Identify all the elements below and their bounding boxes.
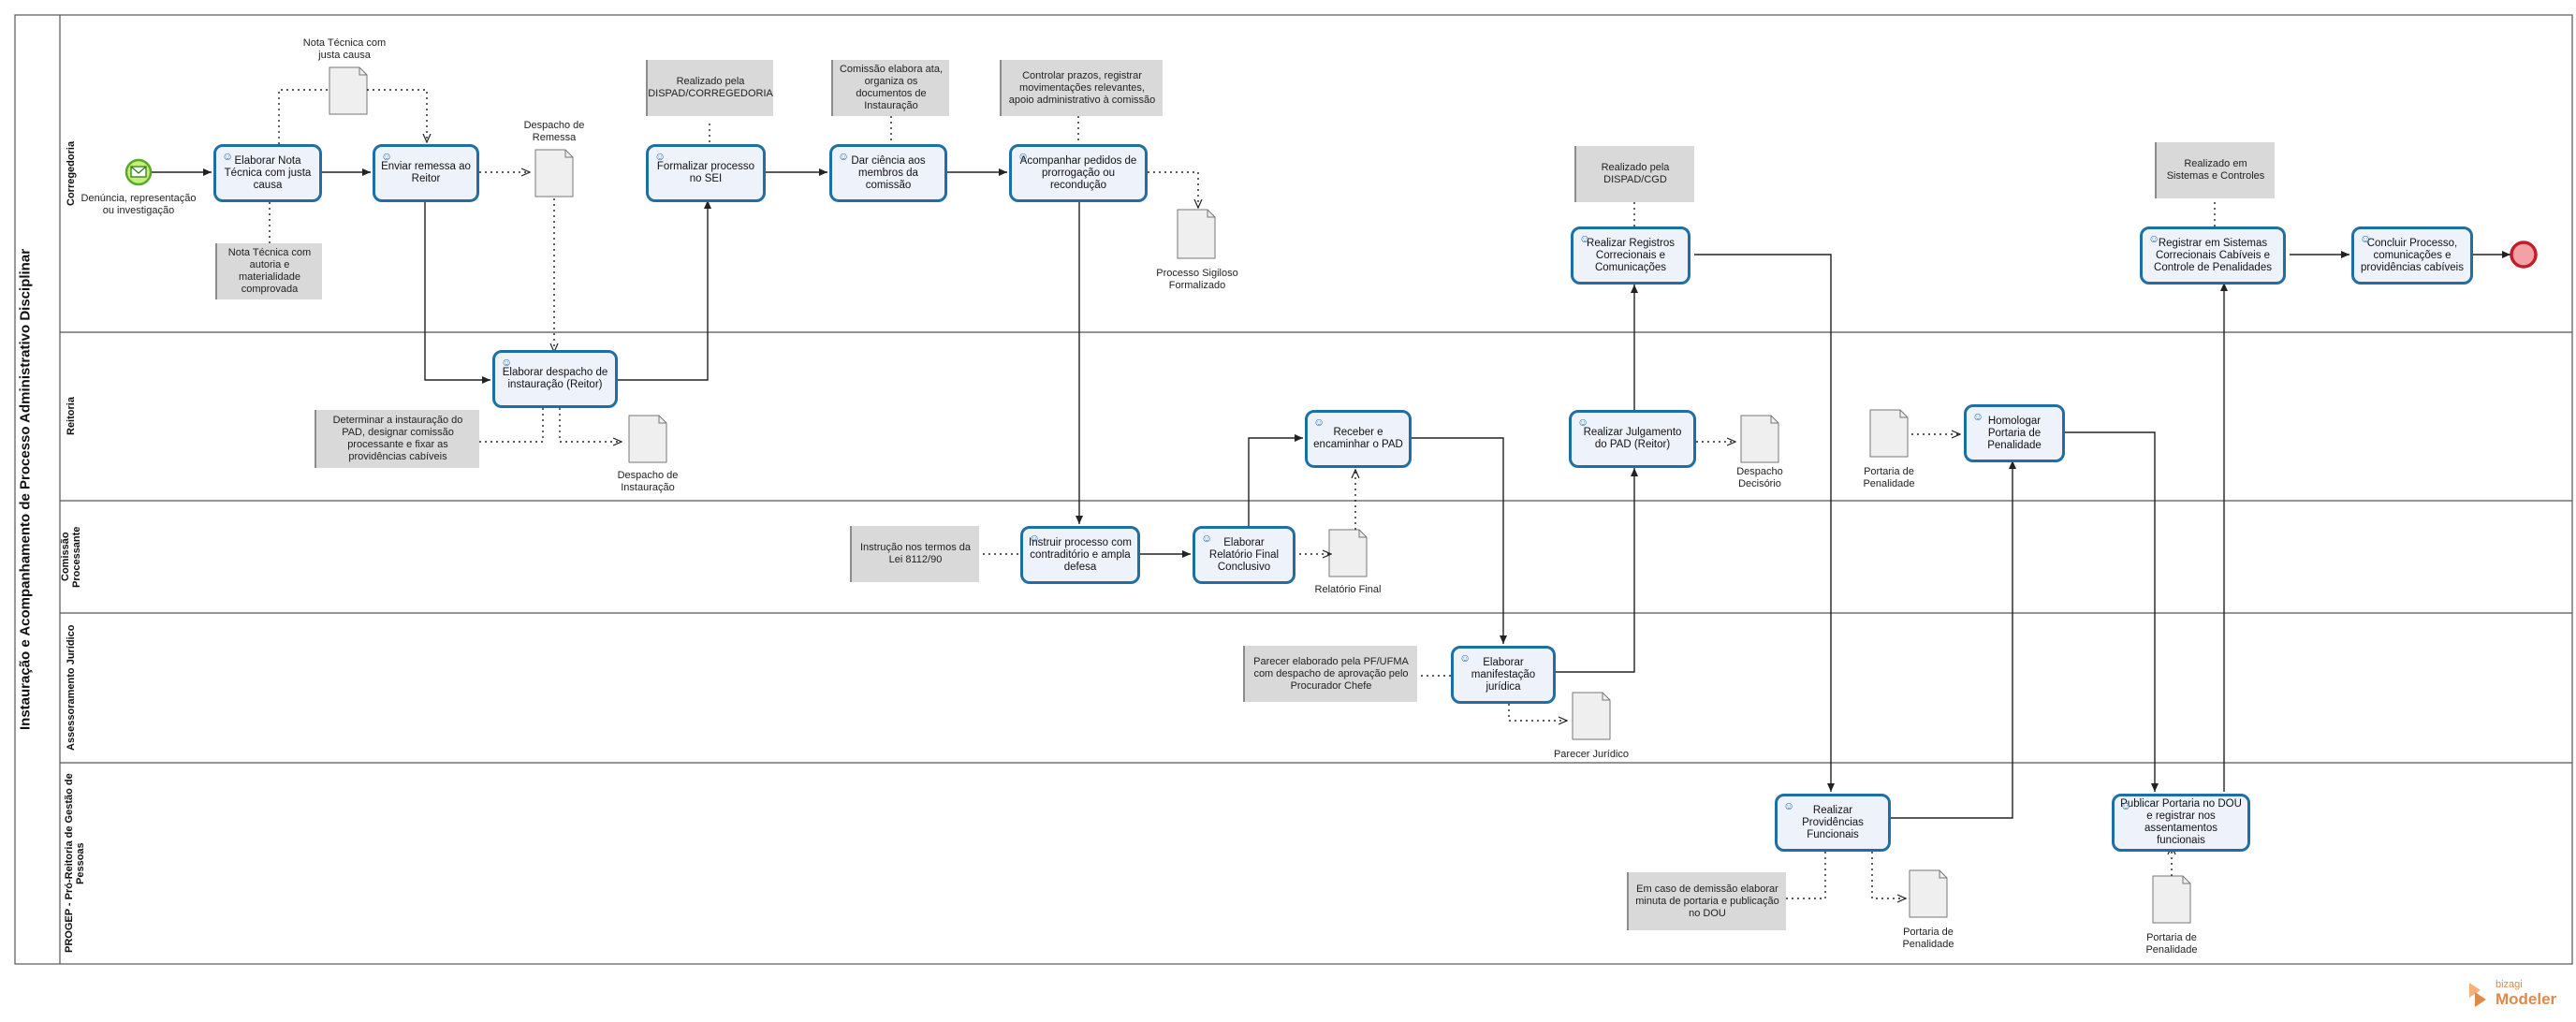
user-task-icon: ☺ (1459, 651, 1471, 664)
user-task-icon: ☺ (1577, 416, 1589, 429)
document-icon (1869, 409, 1909, 458)
task-enviar-remessa[interactable]: ☺Enviar remessa ao Reitor (373, 144, 479, 202)
task-homologar-portaria[interactable]: ☺Homologar Portaria de Penalidade (1964, 404, 2065, 462)
annotation-determinar-instauracao: Determinar a instauração do PAD, designa… (315, 410, 479, 468)
user-task-icon: ☺ (381, 150, 393, 163)
task-acompanhar-pedidos[interactable]: ☺Acompanhar pedidos de prorrogação ou re… (1009, 144, 1148, 202)
annotation-dispad-cgd: Realizado pela DISPAD/CGD (1574, 146, 1694, 202)
task-despacho-instauracao[interactable]: ☺Elaborar despacho de instauração (Reito… (492, 350, 618, 408)
annotation-caso-demissao: Em caso de demissão elaborar minuta de p… (1627, 872, 1786, 930)
user-task-icon: ☺ (501, 356, 513, 369)
lane-comissao: Comissão Processante (60, 526, 82, 588)
pool-frame (14, 14, 2573, 965)
task-providencias-funcionais[interactable]: ☺Realizar Providências Funcionais (1775, 794, 1891, 852)
document-label: Processo Sigiloso Formalizado (1156, 268, 1238, 291)
document-label: Portaria de Penalidade (1863, 466, 1915, 489)
task-registrar-sistemas[interactable]: ☺Registrar em Sistemas Correcionais Cabí… (2140, 226, 2286, 285)
user-task-icon: ☺ (2120, 799, 2132, 812)
annotation-nota-autoria: Nota Técnica com autoria e materialidade… (215, 243, 322, 299)
user-task-icon: ☺ (1201, 532, 1213, 545)
user-task-icon: ☺ (1579, 232, 1591, 245)
task-instruir-processo[interactable]: ☺Instruir processo com contraditório e a… (1020, 526, 1140, 584)
user-task-icon: ☺ (654, 150, 666, 163)
task-formalizar-processo[interactable]: ☺Formalizar processo no SEI (646, 144, 766, 202)
user-task-icon: ☺ (1029, 532, 1041, 545)
pool-title: Instauração e Acompanhamento de Processo… (17, 248, 34, 731)
annotation-comissao-ata: Comissão elabora ata, organiza os docume… (831, 60, 949, 116)
task-publicar-portaria[interactable]: ☺Publicar Portaria no DOU e registrar no… (2112, 794, 2250, 852)
document-icon (534, 149, 574, 197)
task-elaborar-relatorio[interactable]: ☺Elaborar Relatório Final Conclusivo (1193, 526, 1295, 584)
lane-corregedoria: Corregedoria (66, 140, 77, 207)
user-task-icon: ☺ (838, 150, 850, 163)
message-icon (130, 166, 147, 178)
user-task-icon: ☺ (1972, 410, 1984, 423)
document-label: Nota Técnica com justa causa (302, 37, 387, 61)
bizagi-modeler-logo: bizagi Modeler (2467, 977, 2570, 1015)
user-task-icon: ☺ (2360, 232, 2372, 245)
bizagi-logo-icon (2469, 983, 2486, 1007)
task-manifestacao-juridica[interactable]: ☺Elaborar manifestação jurídica (1451, 646, 1556, 704)
document-label: Portaria de Penalidade (1902, 927, 1954, 950)
task-concluir-processo[interactable]: ☺Concluir Processo, comunicações e provi… (2351, 226, 2473, 285)
end-event[interactable] (2510, 241, 2538, 269)
task-dar-ciencia[interactable]: ☺Dar ciência aos membros da comissão (829, 144, 947, 202)
user-task-icon: ☺ (1783, 799, 1795, 812)
lane-assessoramento: Assessoramento Jurídico (66, 624, 77, 752)
lane-reitoria: Reitoria (66, 397, 77, 436)
associations (269, 89, 2216, 898)
document-label: Despacho Decisório (1736, 466, 1783, 489)
annotation-instrucao-lei: Instrução nos termos da Lei 8112/90 (850, 526, 979, 582)
user-task-icon: ☺ (1017, 150, 1030, 163)
document-icon (329, 66, 368, 115)
document-icon (1572, 692, 1611, 740)
annotation-parecer-pf: Parecer elaborado pela PF/UFMA com despa… (1243, 646, 1417, 702)
start-event-label: Denúncia, representação ou investigação (80, 193, 197, 216)
document-label: Parecer Jurídico (1553, 749, 1630, 760)
task-realizar-julgamento[interactable]: ☺Realizar Julgamento do PAD (Reitor) (1569, 410, 1696, 468)
annotation-controlar-prazos: Controlar prazos, registrar movimentaçõe… (1000, 60, 1163, 116)
user-task-icon: ☺ (1313, 416, 1325, 429)
lane-progep: PROGEP - Pró-Reitoria de Gestão de Pesso… (64, 773, 86, 954)
document-shapes (329, 66, 2191, 924)
document-label: Despacho de Instauração (617, 470, 679, 493)
user-task-icon: ☺ (2148, 232, 2160, 245)
document-label: Portaria de Penalidade (2145, 932, 2198, 956)
document-icon (2152, 875, 2191, 924)
task-realizar-registros[interactable]: ☺Realizar Registros Correcionais e Comun… (1571, 226, 1690, 285)
document-icon (1909, 869, 1948, 918)
document-icon (1740, 415, 1779, 463)
document-icon (1328, 529, 1368, 577)
document-label: Despacho de Remessa (523, 120, 585, 143)
document-label: Relatório Final (1314, 584, 1382, 595)
annotation-dispad-corregedoria: Realizado pela DISPAD/CORREGEDORIA (646, 60, 773, 116)
annotation-realizado-sistemas: Realizado em Sistemas e Controles (2155, 142, 2275, 198)
sequence-flows (152, 168, 2510, 819)
document-icon (628, 415, 667, 463)
user-task-icon: ☺ (222, 150, 234, 163)
task-elaborar-nota-tecnica[interactable]: ☺Elaborar Nota Técnica com justa causa (213, 144, 322, 202)
document-icon (1177, 209, 1216, 259)
task-receber-encaminhar[interactable]: ☺Receber e encaminhar o PAD (1305, 410, 1412, 468)
